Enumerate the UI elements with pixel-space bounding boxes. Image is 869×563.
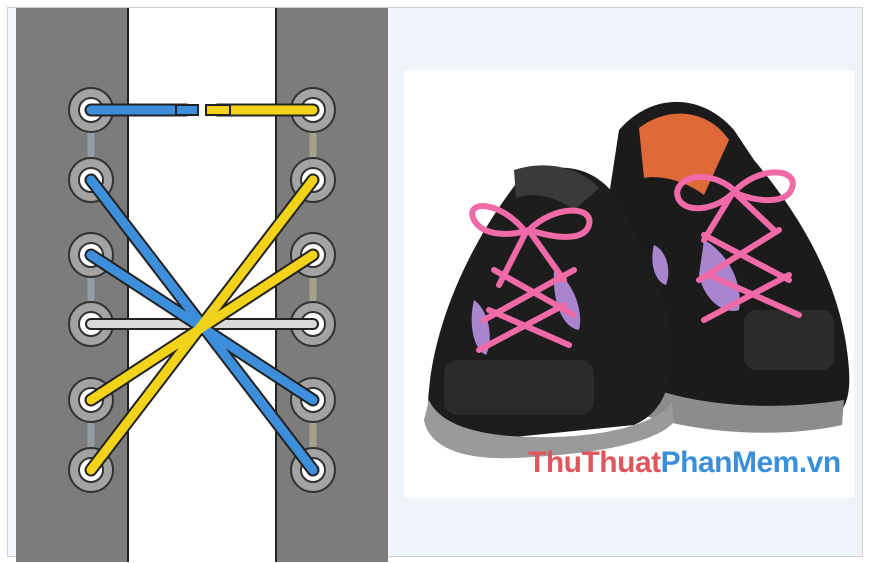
shoe-tongue	[128, 8, 276, 562]
lacing-diagram-svg	[16, 8, 388, 562]
watermark-part3: .vn	[799, 446, 841, 479]
watermark-text: ThuThuatPhanMem.vn	[528, 446, 841, 480]
watermark-part1: ThuThuat	[528, 446, 661, 479]
watermark-part2: PhanMem	[661, 446, 799, 479]
lacing-diagram	[16, 8, 388, 562]
sneakers-with-pink-laces-icon	[404, 70, 854, 498]
sneakers-photo	[404, 70, 854, 498]
